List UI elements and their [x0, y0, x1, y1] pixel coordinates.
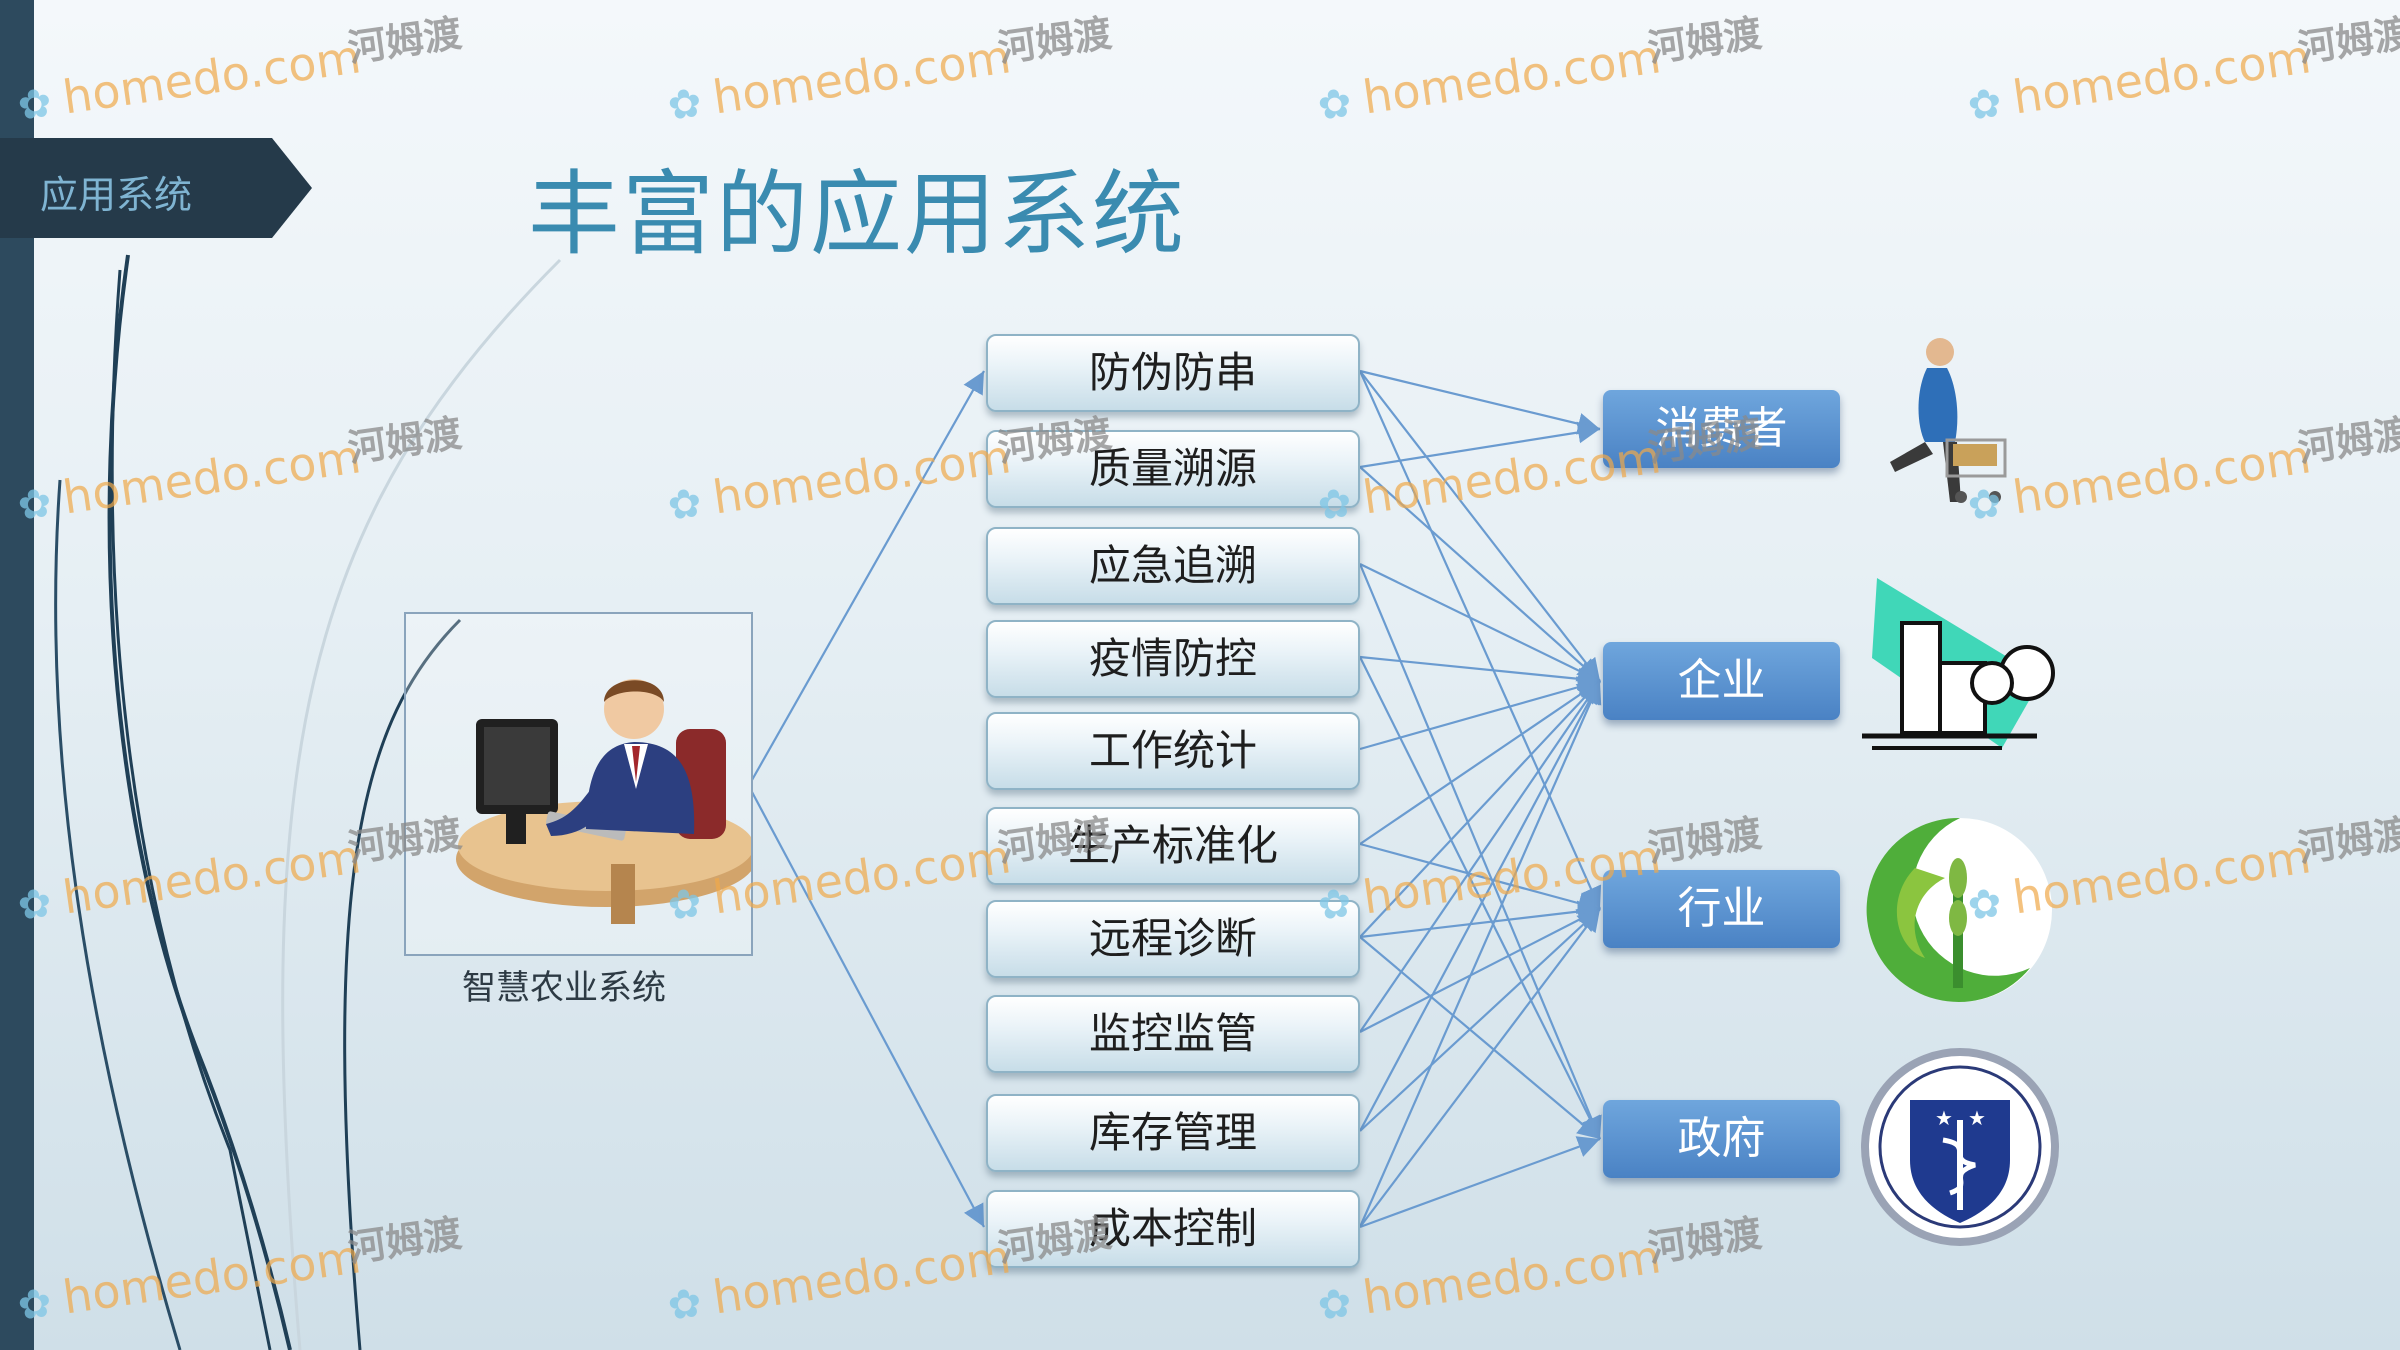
shopper-cart-icon [1890, 338, 2007, 503]
function-target-connector [1359, 680, 1601, 845]
source-connector [751, 370, 985, 781]
function-target-connector [1359, 908, 1601, 1132]
function-item: 生产标准化 [986, 807, 1360, 885]
office-worker-computer-icon [456, 679, 751, 924]
svg-text:★: ★ [1968, 1106, 1986, 1130]
function-target-connector [1359, 680, 1601, 938]
function-item: 监控监管 [986, 995, 1360, 1073]
section-tag: 应用系统 [0, 138, 312, 238]
function-target-connector [1359, 563, 1601, 682]
function-item: 工作统计 [986, 712, 1360, 790]
function-target-connector [1359, 369, 1601, 435]
source-label: 智慧农业系统 [462, 968, 666, 1008]
buildings-icon [1862, 578, 2055, 750]
function-item: 应急追溯 [986, 527, 1360, 605]
function-target-connector [1359, 842, 1601, 914]
function-item: 质量溯源 [986, 430, 1360, 508]
function-target-connector [1359, 370, 1601, 682]
target-item: 企业 [1603, 642, 1840, 720]
target-item: 行业 [1603, 870, 1840, 948]
function-item: 库存管理 [986, 1094, 1360, 1172]
function-target-connector [1358, 563, 1602, 1140]
function-item: 防伪防串 [986, 334, 1360, 412]
function-target-connector [1359, 466, 1601, 682]
source-connector [751, 791, 985, 1228]
function-target-connector [1359, 680, 1601, 1033]
function-item: 远程诊断 [986, 900, 1360, 978]
function-target-connector [1359, 676, 1601, 751]
agriculture-logo-icon [1866, 817, 2052, 1002]
target-item: 消费者 [1603, 390, 1840, 468]
function-target-connector [1359, 680, 1601, 1132]
page-title: 丰富的应用系统 [528, 161, 1187, 268]
function-target-connector [1359, 655, 1601, 690]
function-target-connector [1359, 900, 1601, 939]
target-item: 政府 [1603, 1100, 1840, 1178]
function-target-connector [1358, 680, 1602, 1228]
function-target-connector [1359, 908, 1601, 1228]
function-target-connector [1359, 1136, 1601, 1229]
section-tag-label: 应用系统 [40, 173, 193, 217]
svg-text:★: ★ [1935, 1106, 1953, 1130]
source-card [404, 612, 753, 956]
function-target-connector [1359, 421, 1601, 469]
health-shield-badge-icon: ★ ★ [1861, 1048, 2059, 1246]
function-target-connector [1359, 936, 1601, 1140]
function-target-connector [1359, 908, 1601, 1033]
function-item: 成本控制 [986, 1190, 1360, 1268]
function-item: 疫情防控 [986, 620, 1360, 698]
function-target-connector [1358, 370, 1602, 910]
